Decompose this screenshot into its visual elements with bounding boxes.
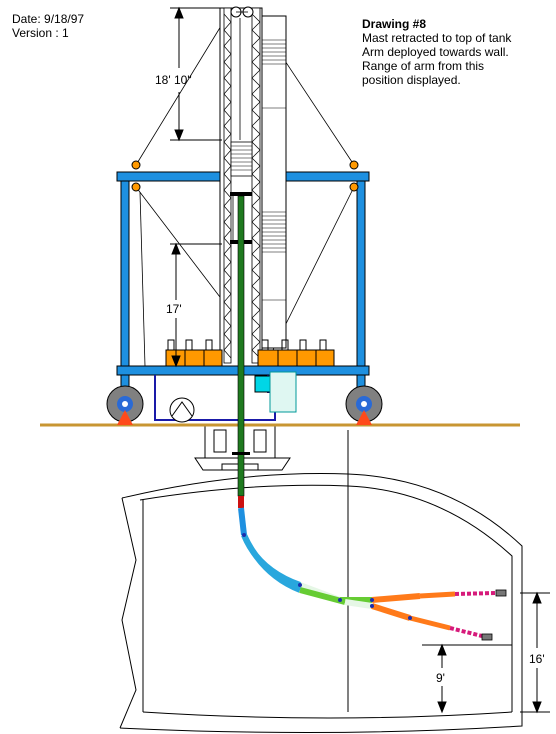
dim-arm-low: 9' <box>436 671 445 685</box>
pulleys <box>131 160 359 192</box>
note-line-3: Range of arm from this <box>362 59 485 73</box>
tank-floor <box>142 711 513 719</box>
drawing-notes: Drawing #8 Mast retracted to top of tank… <box>362 17 511 87</box>
orange-modules <box>165 339 335 367</box>
tank <box>119 430 523 734</box>
note-line-2: Arm deployed towards wall. <box>362 45 509 59</box>
note-line-4: position displayed. <box>362 73 461 87</box>
drawing-header: Date: 9/18/97 Version : 1 <box>12 12 84 40</box>
green-mast-tube <box>232 195 250 508</box>
tank-floor-outer <box>119 712 523 734</box>
version-label: Version : 1 <box>12 26 69 40</box>
mast <box>219 6 287 367</box>
wheels <box>106 385 383 425</box>
drawing-title: Drawing #8 <box>362 17 427 31</box>
arm-lower-position <box>241 533 493 641</box>
dim-mast-height: 18' 10" <box>155 73 192 87</box>
date-label: Date: 9/18/97 <box>12 12 85 26</box>
equipment-housing <box>154 371 297 423</box>
tank-left-wall-outer <box>119 497 137 729</box>
dim-arm-range: 16' <box>529 652 545 666</box>
dimension-lines <box>170 6 550 714</box>
dim-arm-height: 17' <box>166 302 182 316</box>
arm-joints <box>242 533 412 620</box>
note-line-1: Mast retracted to top of tank <box>362 31 512 45</box>
